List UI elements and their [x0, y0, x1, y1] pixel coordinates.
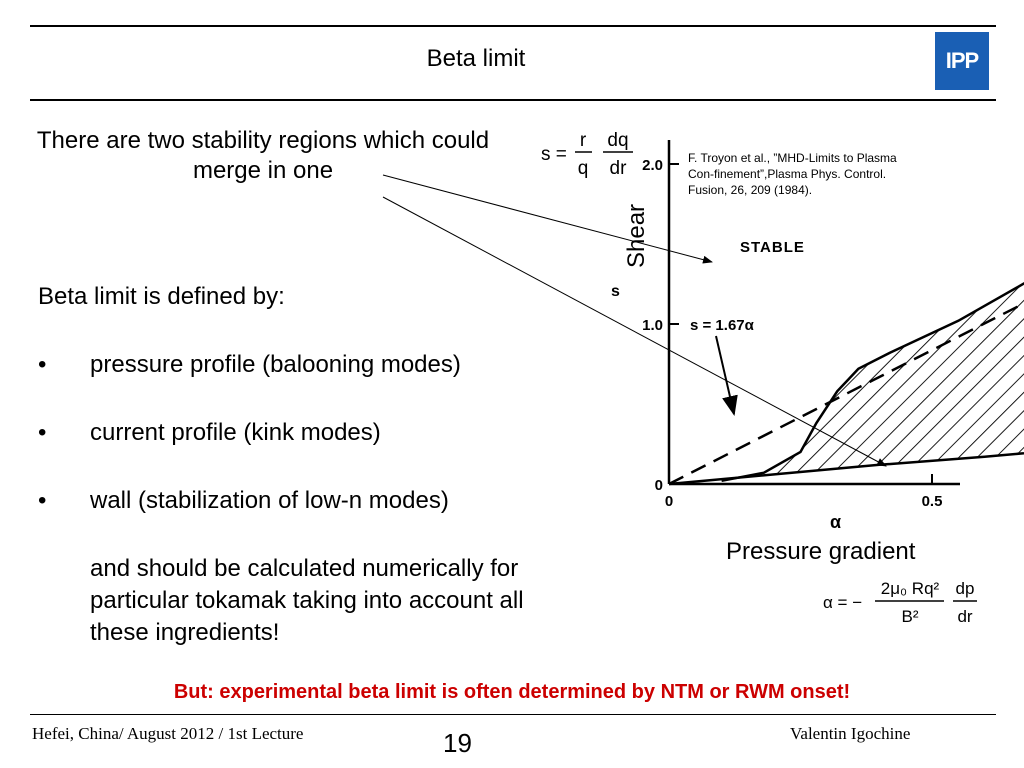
dashed-line-s-1-67-alpha: [668, 301, 1024, 486]
dashed-line-label: s = 1.67α: [690, 317, 755, 334]
footer-author: Valentin Igochine: [790, 724, 911, 743]
conclusion-text: and should be calculated numerically for…: [90, 555, 524, 646]
page-title: Beta limit: [426, 45, 526, 72]
footer-event: Hefei, China/ August 2012 / 1st Lecture: [32, 724, 304, 743]
defined-by-heading: Beta limit is defined by:: [38, 283, 285, 310]
stability-boundary-upper: [721, 282, 1024, 483]
alpha-formula-denominator: B²: [902, 607, 919, 626]
shear-formula-dq: dq: [607, 130, 628, 151]
shear-axis-caption: Shear: [623, 203, 650, 268]
alpha-formula-numerator: 2μ₀ Rq²: [881, 579, 940, 598]
shear-formula-dr: dr: [610, 158, 628, 179]
citation: F. Troyon et al., ”MHD-Limits to Plasma …: [688, 151, 897, 197]
y-tick-label: 1.0: [642, 317, 663, 334]
pressure-gradient-caption: Pressure gradient: [726, 538, 916, 565]
alpha-formula-dp: dp: [956, 579, 975, 598]
alpha-formula-dr: dr: [957, 607, 972, 626]
page-number: 19: [443, 728, 472, 758]
warning-note: But: experimental beta limit is often de…: [173, 681, 851, 703]
stable-label: STABLE: [740, 239, 805, 256]
alpha-formula-lhs: α = −: [823, 593, 862, 612]
ipp-logo: IPP: [935, 32, 989, 90]
intro-text: There are two stability regions which co…: [36, 127, 490, 184]
footer-rule: [30, 714, 996, 715]
y-axis-label: s: [611, 283, 620, 300]
bullet-marker: •: [38, 487, 47, 514]
bullet-marker: •: [38, 351, 47, 378]
y-tick-label: 2.0: [642, 157, 663, 174]
bullet-wall: wall (stabilization of low-n modes): [90, 487, 449, 514]
arrow-to-stable-region: [382, 174, 713, 264]
stability-boundary-lower: [668, 451, 1024, 486]
unstable-hatched-region: [721, 283, 1024, 481]
y-tick-label: 0: [655, 477, 663, 494]
arrow-to-lower-region: [382, 196, 887, 467]
x-tick-label: 0: [665, 493, 673, 510]
bullet-marker: •: [38, 419, 47, 446]
bullet-pressure-profile: pressure profile (balooning modes): [90, 351, 461, 378]
top-rule: [30, 25, 996, 27]
line-label-pointer: [715, 335, 738, 416]
shear-formula-r: r: [580, 130, 587, 151]
title-underline: [30, 99, 996, 101]
shear-formula-lhs: s =: [541, 144, 567, 165]
shear-formula-q: q: [578, 158, 589, 179]
axis-ticks: 01.02.000.51.0: [642, 157, 943, 510]
bullet-current-profile: current profile (kink modes): [90, 419, 381, 446]
x-axis-label: α: [830, 512, 841, 532]
x-tick-label: 0.5: [922, 493, 943, 510]
